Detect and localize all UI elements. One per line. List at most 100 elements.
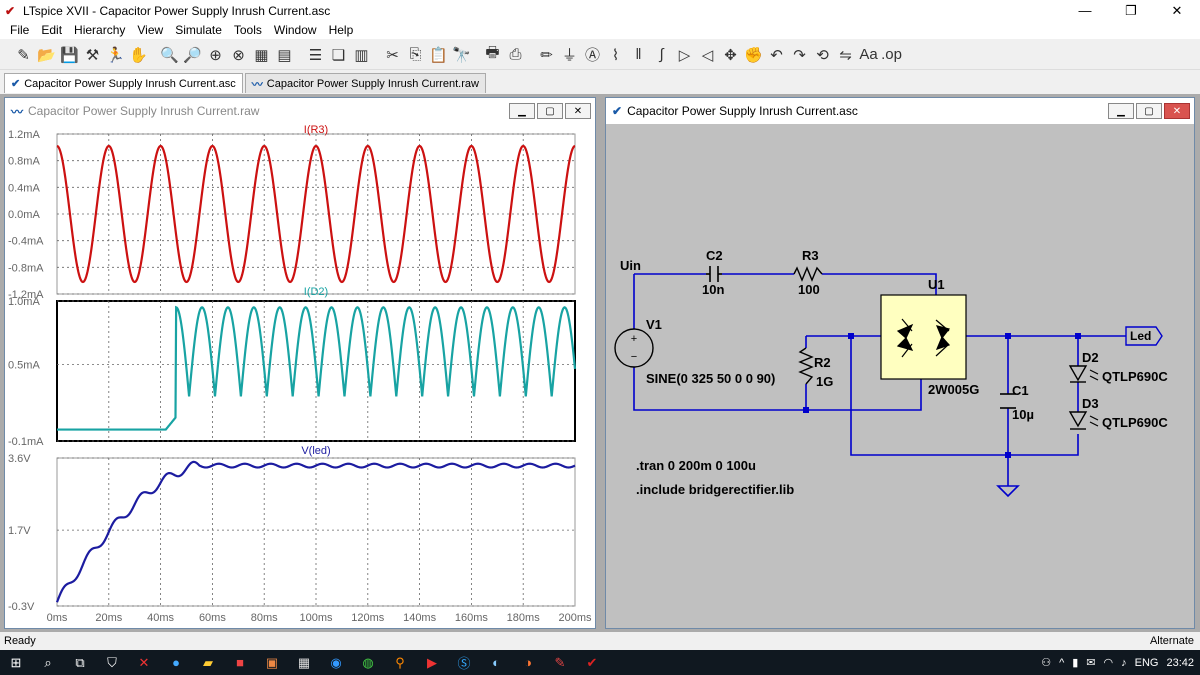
ground-symbol[interactable] [996, 485, 1020, 498]
search-icon[interactable]: ⌕ [44, 654, 52, 670]
zoom-out-icon[interactable]: 🔎 [183, 46, 202, 64]
wire-r2-bottom[interactable] [805, 379, 922, 411]
tile-horizontal-icon[interactable]: ☰ [308, 46, 323, 64]
calculator-icon[interactable]: ▦ [297, 654, 311, 670]
menu-simulate[interactable]: Simulate [175, 23, 222, 37]
draw-wire-icon[interactable]: ✏ [540, 46, 553, 64]
browser-icon[interactable]: ◉ [330, 654, 342, 670]
save-icon[interactable]: 💾 [60, 46, 79, 64]
media-icon[interactable]: ▶ [427, 654, 437, 670]
menu-tools[interactable]: Tools [233, 23, 262, 37]
task-view-icon[interactable]: ⧉ [75, 654, 85, 670]
net-label-uin[interactable]: Uin [620, 258, 641, 273]
redo-icon[interactable]: ↷ [793, 46, 806, 64]
clock[interactable]: 23:42 [1166, 656, 1194, 669]
pane-title-vled[interactable]: V(led) [301, 445, 330, 457]
new-schematic-icon[interactable]: ✎ [17, 46, 30, 64]
globe-icon[interactable]: ● [172, 655, 180, 670]
net-label-led[interactable]: Led [1125, 326, 1163, 346]
diode-d2[interactable] [1068, 365, 1099, 383]
resistor-r2[interactable] [798, 347, 814, 385]
trace-id2[interactable] [57, 305, 577, 431]
find-icon[interactable]: 🔭 [452, 46, 471, 64]
wire-r3-bridge[interactable] [822, 273, 937, 295]
diode-d3[interactable] [1068, 411, 1099, 430]
image-editor-icon[interactable]: ▣ [265, 654, 279, 670]
volume-icon[interactable]: ♪ [1121, 656, 1127, 669]
firefox-icon[interactable]: ◑ [524, 655, 532, 670]
trace-vled[interactable] [55, 460, 576, 603]
pdf-icon[interactable]: ■ [236, 655, 244, 670]
spice-directive-icon[interactable]: .op [881, 46, 902, 63]
paste-icon[interactable]: 📋 [429, 46, 448, 64]
trace-ir3[interactable] [56, 144, 576, 284]
resistor-r3[interactable] [793, 266, 823, 282]
waveform-window[interactable]: 〰 Capacitor Power Supply Inrush Current.… [4, 97, 596, 629]
menu-edit[interactable]: Edit [41, 23, 63, 37]
text-icon[interactable]: Aa [859, 46, 878, 63]
wire-ground-return[interactable] [850, 336, 1008, 456]
wire-v1-bottom[interactable] [633, 367, 806, 411]
pan-icon[interactable]: ✋ [129, 46, 148, 64]
spice-directive-tran[interactable]: .tran 0 200m 0 100u [636, 458, 756, 473]
waveform-plot[interactable]: I(R3) I(D2) V(led) 1.2mA0.8mA0.4mA0.0mA-… [5, 124, 595, 628]
ltspice-taskbar-icon[interactable]: ✔ [586, 654, 598, 670]
drag-icon[interactable]: ✊ [744, 46, 763, 64]
close-icon[interactable]: ✕ [1171, 2, 1183, 18]
rotate-icon[interactable]: ⟲ [816, 46, 829, 64]
menu-window[interactable]: Window [273, 23, 317, 37]
close-app-icon[interactable]: ✕ [138, 654, 150, 670]
spice-directive-include[interactable]: .include bridgerectifier.lib [636, 482, 794, 497]
inductor-icon[interactable]: ∫ [659, 46, 664, 63]
zoom-in-icon[interactable]: 🔍 [160, 46, 179, 64]
label-net-icon[interactable]: Ⓐ [584, 47, 600, 64]
skype-icon[interactable]: Ⓢ [457, 656, 471, 671]
battery-icon[interactable]: ▮ [1072, 657, 1079, 669]
people-icon[interactable]: ⚇ [1041, 657, 1052, 669]
ground-icon[interactable]: ⏚ [561, 47, 577, 64]
tile-vertical-icon[interactable]: ▥ [354, 46, 369, 64]
maximize-icon[interactable]: ▢ [537, 103, 563, 119]
menu-view[interactable]: View [137, 23, 164, 37]
chrome-icon[interactable]: ◐ [492, 655, 500, 670]
cut-icon[interactable]: ✂ [386, 46, 399, 64]
voltage-source-v1[interactable]: + − [614, 328, 654, 368]
component-icon[interactable]: ◁ [701, 46, 714, 64]
grid-icon[interactable]: ▤ [277, 46, 292, 64]
wifi-icon[interactable]: ◠ [1103, 657, 1114, 669]
schematic-window[interactable]: ✔ Capacitor Power Supply Inrush Current.… [605, 97, 1195, 629]
folder-icon[interactable]: ▰ [203, 654, 213, 670]
close-icon[interactable]: ✕ [565, 103, 591, 119]
language-indicator[interactable]: ENG [1134, 656, 1159, 669]
wire-d3-bottom[interactable] [1008, 434, 1079, 456]
menu-hierarchy[interactable]: Hierarchy [74, 23, 126, 37]
diode-icon[interactable]: ▷ [678, 46, 691, 64]
cascade-icon[interactable]: ❏ [331, 46, 346, 64]
restore-icon[interactable]: ❐ [1125, 2, 1137, 18]
autorange-icon[interactable]: ▦ [254, 46, 269, 64]
capacitor-c1[interactable] [1000, 393, 1016, 409]
resistor-icon[interactable]: ⌇ [611, 46, 620, 64]
zoom-fit-icon[interactable]: ⊕ [209, 46, 222, 64]
minimize-icon[interactable]: ▁ [509, 103, 535, 119]
pane-title-ir3[interactable]: I(R3) [304, 124, 328, 136]
zoom-cancel-icon[interactable]: ⊗ [232, 46, 245, 64]
pane-title-id2[interactable]: I(D2) [304, 286, 328, 298]
mirror-icon[interactable]: ⇋ [839, 46, 852, 64]
print-preview-icon[interactable]: 🖶 [485, 44, 500, 61]
copy-icon[interactable]: ⎘ [409, 46, 422, 63]
capacitor-c2[interactable] [706, 266, 722, 282]
tab-waveform[interactable]: 〰 Capacitor Power Supply Inrush Current.… [244, 73, 486, 93]
minimize-icon[interactable]: ▁ [1108, 103, 1134, 119]
menu-help[interactable]: Help [328, 23, 354, 37]
mail-icon[interactable]: ✉ [1086, 657, 1096, 669]
search-tool-icon[interactable]: ⚲ [395, 654, 405, 670]
maximize-icon[interactable]: ▢ [1136, 103, 1162, 119]
shield-icon[interactable]: ⛉ [107, 654, 117, 670]
chevron-up-icon[interactable]: ^ [1059, 656, 1065, 669]
schematic-canvas[interactable]: + − [606, 124, 1194, 628]
menu-file[interactable]: File [10, 23, 30, 37]
close-icon[interactable]: ✕ [1164, 103, 1190, 119]
network-icon[interactable]: ◍ [362, 654, 374, 670]
undo-icon[interactable]: ↶ [770, 46, 783, 64]
